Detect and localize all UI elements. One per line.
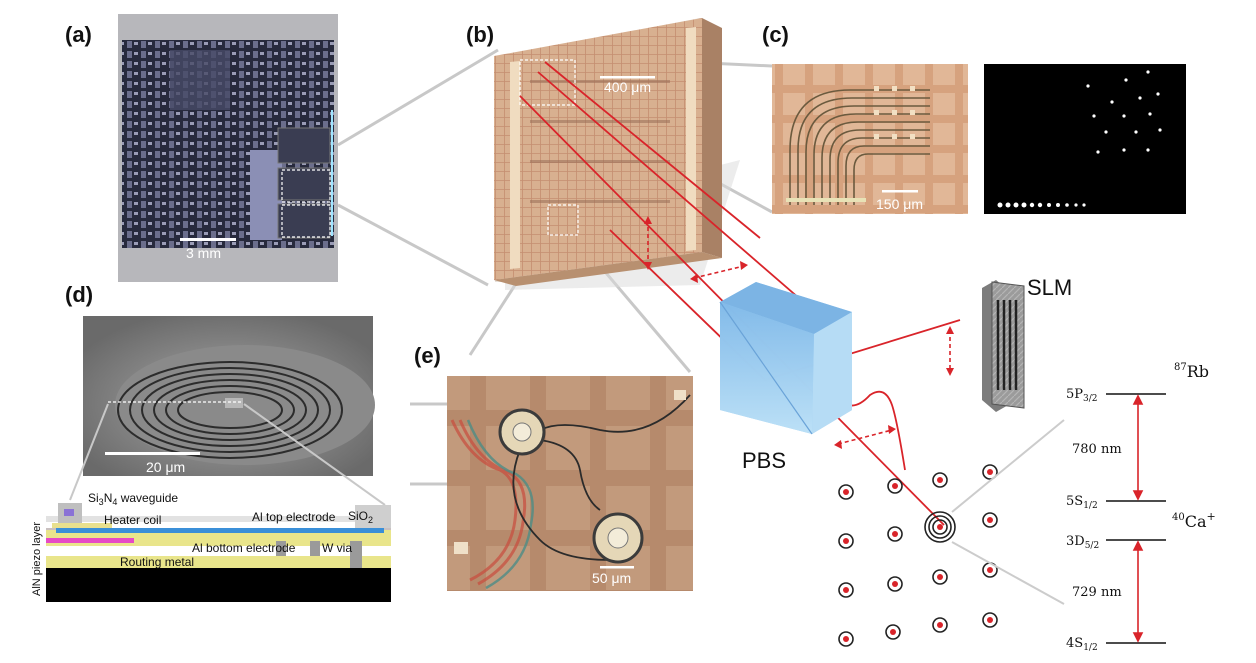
slm-label: SLM [1027, 275, 1072, 300]
panel-e-micrograph: 50 μm [447, 376, 693, 591]
panel-c-spot-image [984, 64, 1186, 214]
scale-bar-d [105, 452, 200, 455]
polarization-arrows [647, 220, 951, 445]
rb-upper-level: 5P3/2 [1066, 387, 1098, 404]
level-connectors [951, 419, 1065, 605]
label-w-via: W via [322, 541, 352, 555]
scale-bar-c [882, 190, 918, 193]
rb-wavelength: 780 nm [1072, 442, 1122, 457]
slm-device [982, 280, 1025, 412]
label-heater-coil: Heater coil [104, 513, 161, 527]
layer-stack [46, 503, 391, 602]
scale-text-c: 150 μm [876, 196, 923, 212]
atom-dots [843, 469, 993, 642]
label-piezo: AlN piezo layer [31, 522, 43, 596]
scale-text-a: 3 mm [186, 245, 221, 261]
panel-label-e: (e) [414, 343, 441, 368]
ca-wavelength: 729 nm [1072, 585, 1122, 600]
panel-d-sem: 20 μm [83, 316, 375, 476]
label-waveguide: Si3N4 waveguide [88, 491, 178, 507]
arrow-heads [644, 216, 954, 449]
pbs-label: PBS [742, 448, 786, 473]
rb-lower-level: 5S1/2 [1066, 494, 1098, 511]
panel-label-a: (a) [65, 22, 92, 47]
scale-text-b: 400 μm [604, 79, 651, 95]
panel-label-c: (c) [762, 22, 789, 47]
pbs-cube [719, 282, 852, 435]
label-sio2: SiO2 [348, 509, 373, 525]
scale-text-e: 50 μm [592, 570, 631, 586]
ca-lower-level: 4S1/2 [1066, 636, 1098, 653]
scale-bar-e [600, 566, 634, 569]
panel-label-b: (b) [466, 22, 494, 47]
scale-bar-b [600, 76, 655, 79]
label-bottom-electrode: Al bottom electrode [192, 541, 296, 555]
panel-b-chip: 400 μm [494, 18, 740, 290]
panel-label-d: (d) [65, 282, 93, 307]
scale-text-d: 20 μm [146, 459, 185, 475]
ca-species-label: 40Ca+ [1172, 510, 1216, 531]
zoom-lines-d [69, 403, 386, 506]
energy-levels [1106, 393, 1166, 644]
label-routing-metal: Routing metal [120, 555, 194, 569]
ca-upper-level: 3D5/2 [1066, 534, 1099, 551]
scale-bar-a [180, 238, 236, 241]
transition-arrows [1132, 394, 1144, 643]
rb-species-label: 87Rb [1174, 362, 1209, 381]
panel-c-micrograph: 150 μm [772, 64, 968, 214]
atom-array [838, 464, 998, 647]
panel-a-die-photo: 3 mm [118, 14, 338, 282]
label-top-electrode: Al top electrode [252, 510, 336, 524]
